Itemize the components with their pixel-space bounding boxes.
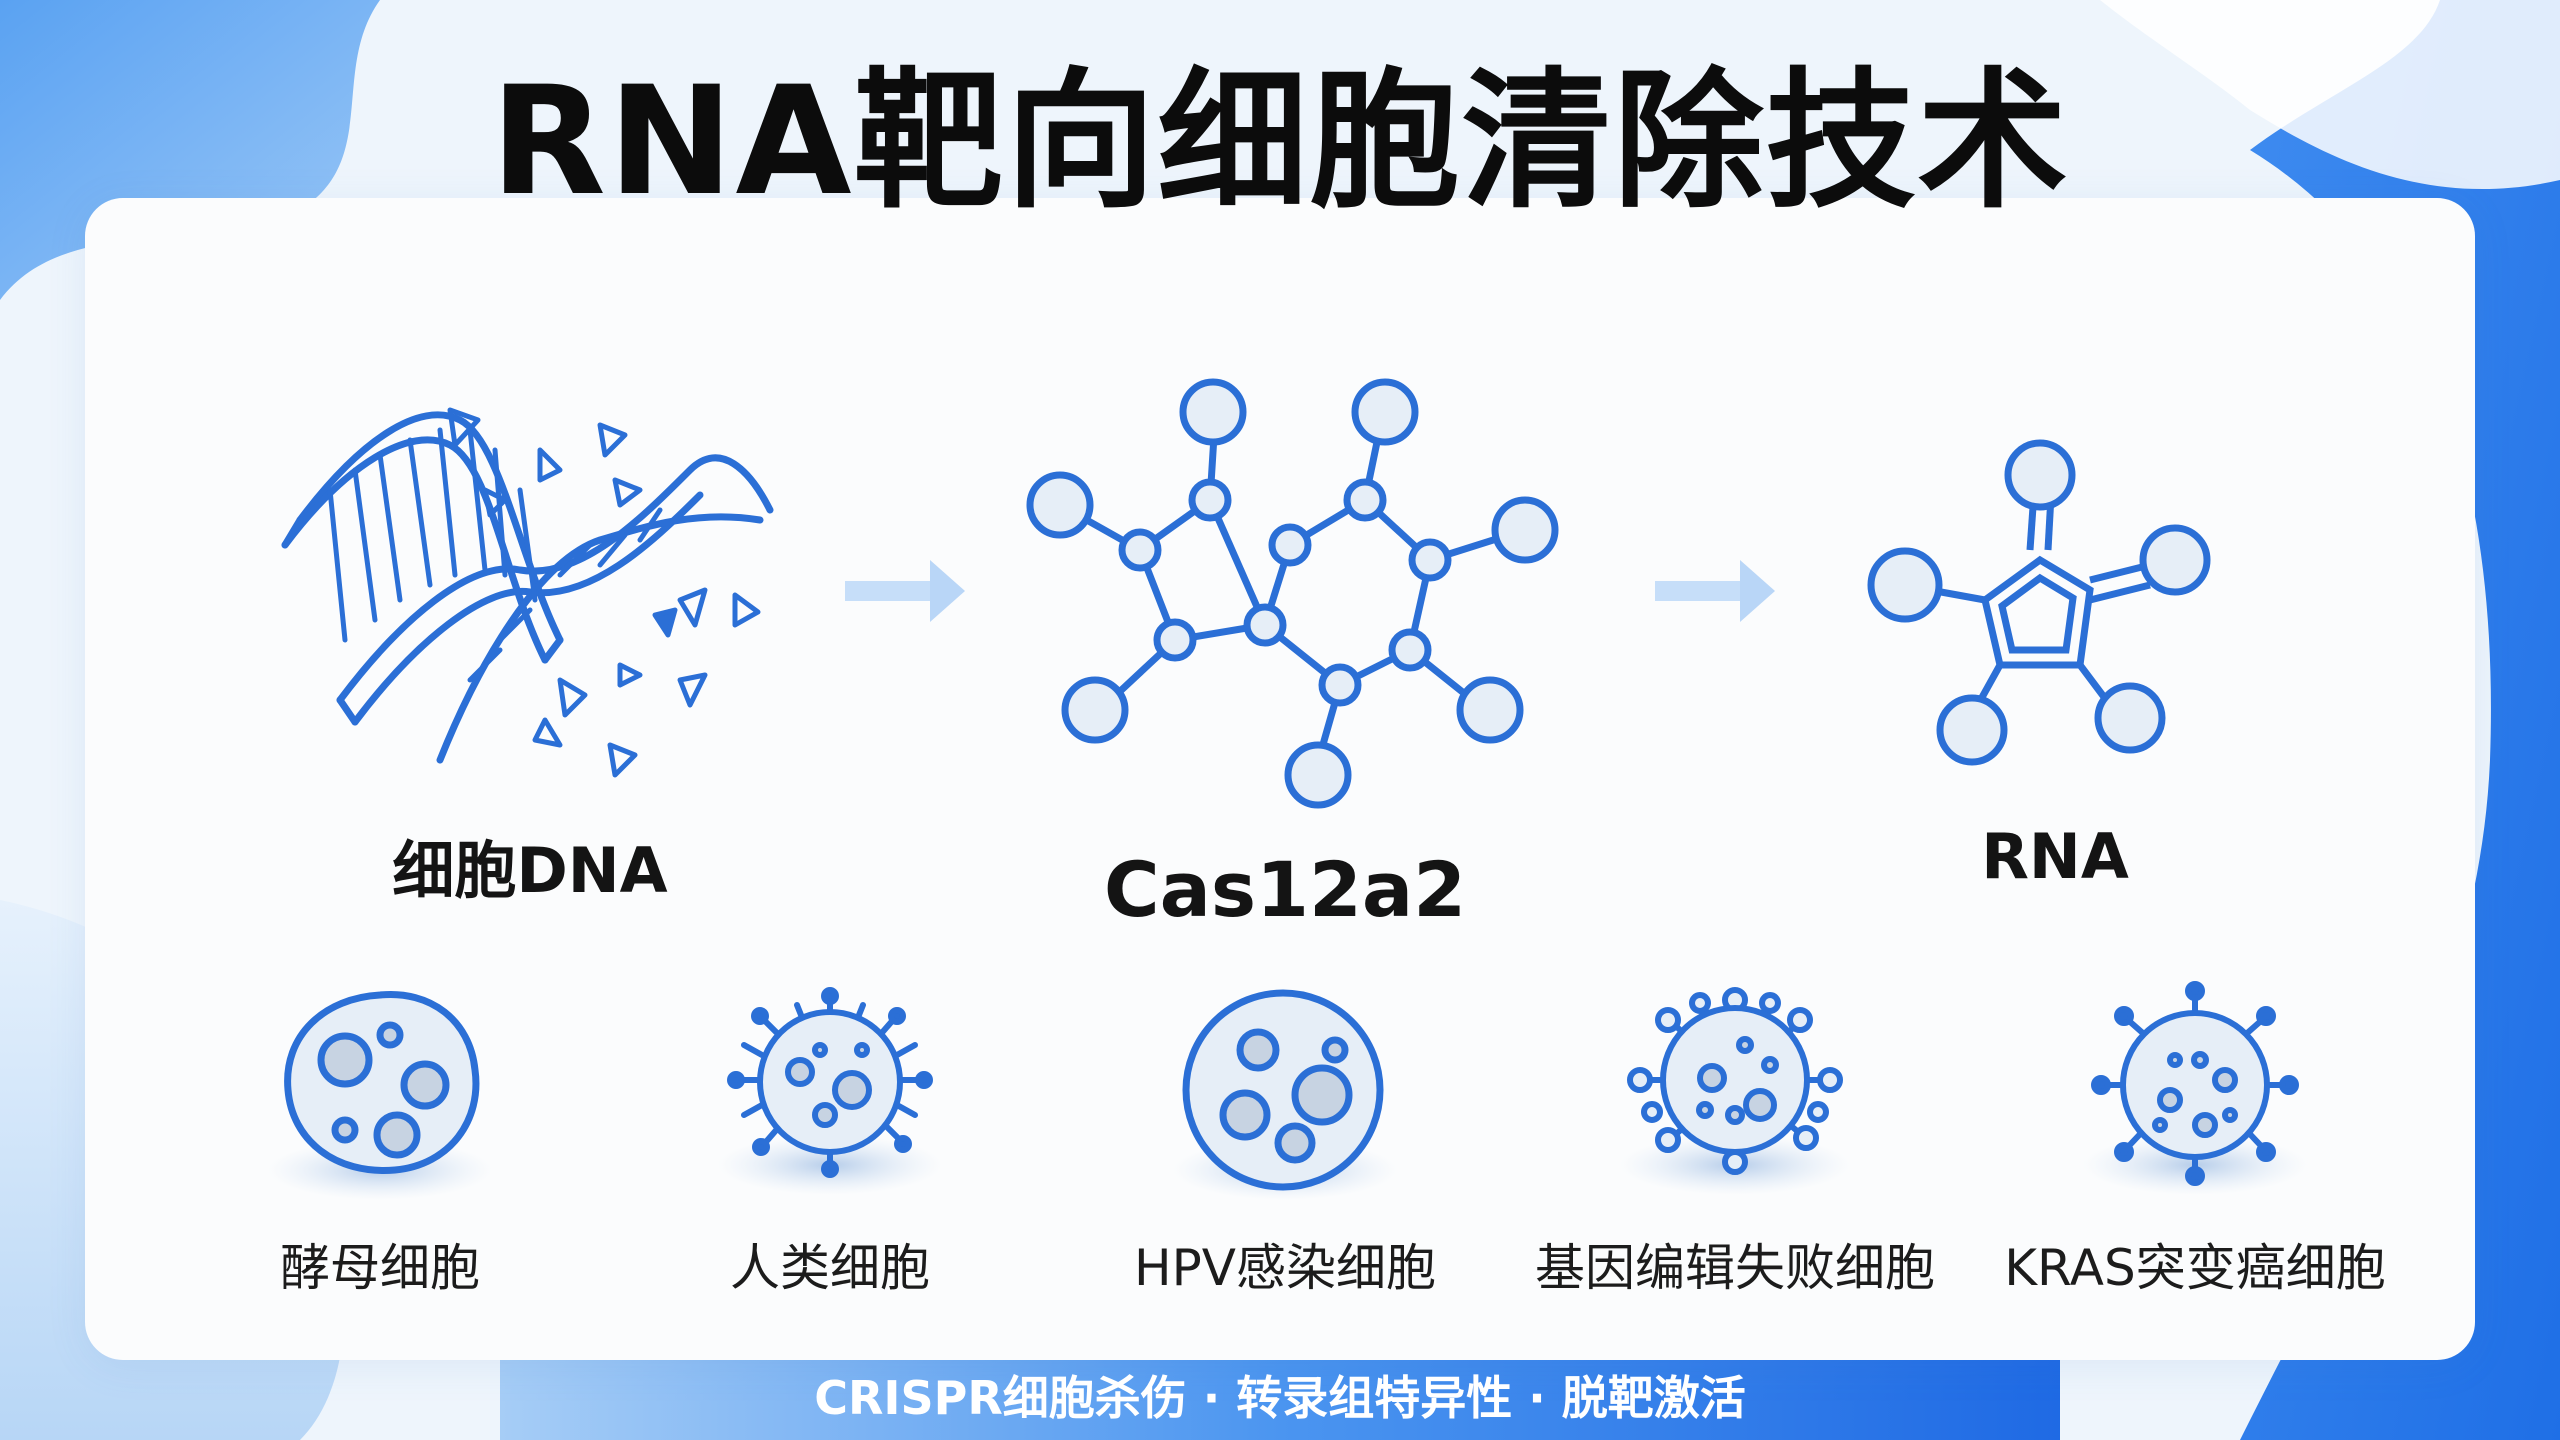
kras-cancer-cell-icon [2091,981,2299,1186]
footer-tagline: CRISPR细胞杀伤 · 转录组特异性 · 脱靶激活 [814,1371,1746,1425]
dna-fragments [447,407,761,778]
cell-label-human: 人类细胞 [730,1239,930,1297]
arrow-icon-2 [1655,560,1775,622]
hpv-infected-cell-icon [1182,989,1384,1191]
cell-label-failed-edit: 基因编辑失败细胞 [1535,1239,1935,1297]
hexagon-molecule-icon [1867,439,2211,766]
flow-label-cas12a2: Cas12a2 [1103,845,1467,934]
flow-label-dna: 细胞DNA [392,834,668,907]
failed-edit-cell-icon [1627,987,1843,1175]
cell-label-kras: KRAS突变癌细胞 [2004,1239,2386,1297]
flow-label-rna: RNA [1981,820,2129,893]
cell-label-yeast: 酵母细胞 [280,1239,480,1297]
molecule-network-icon [1026,378,1559,809]
human-cell-icon [727,987,933,1178]
arrow-icon-1 [845,560,965,622]
page-title: RNA靶向细胞清除技术 [490,55,2070,229]
dna-helix-icon [281,411,774,764]
yeast-cell-icon [284,990,480,1174]
cell-label-hpv: HPV感染细胞 [1134,1239,1436,1297]
